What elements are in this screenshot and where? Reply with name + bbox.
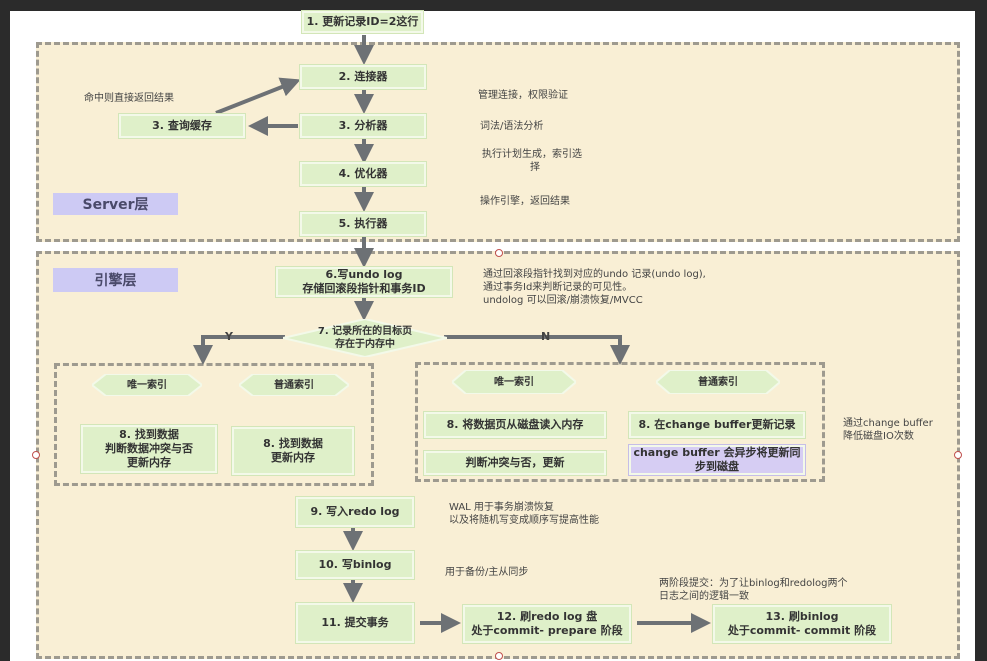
step-3-query-cache: 3. 查询缓存 [119,114,245,138]
note-cache-hit: 命中则直接返回结果 [84,93,174,104]
note-optimizer-line1: 执行计划生成，索引选 [482,149,582,160]
in-memory-branch-box [54,363,374,486]
right-normal-index-label: 普通索引 [698,376,738,388]
left-normal-line2: 更新内存 [271,451,315,464]
server-layer-zone [36,42,960,242]
note-connector: 管理连接，权限验证 [478,90,568,101]
left-normal-find-update: 8. 找到数据 更新内存 [232,427,354,475]
left-unique-line3: 更新内存 [127,456,171,469]
query-cache-label: 3. 查询缓存 [152,119,212,132]
step-3-label: 3. 分析器 [338,119,388,132]
arrow-decision-no [444,335,630,365]
right-normal-step1-label: 8. 在change buffer更新记录 [638,418,796,431]
right-normal-index-diamond: 普通索引 [656,370,780,394]
selection-handle-left[interactable] [32,451,40,459]
step-2-label: 2. 连接器 [338,70,388,83]
server-layer-label: Server层 [82,197,149,213]
right-normal-step2-line1: change buffer 会异步将更新同 [633,446,801,459]
note-optimizer-line2: 择 [530,162,540,173]
right-check-conflict-update: 判断冲突与否，更新 [424,451,606,475]
decision-line1: 7. 记录所在的目标页 [317,326,413,337]
step-3-analyzer: 3. 分析器 [300,114,426,138]
right-unique-step1-label: 8. 将数据页从磁盘读入内存 [446,418,584,431]
step-13-line1: 13. 刷binlog [765,610,839,623]
step-13-line2: 处于commit- commit 阶段 [727,624,877,637]
note-redo-line1: WAL 用于事务崩溃恢复 [449,502,554,513]
arrow-decision-yes [193,335,285,365]
selection-handle-bottom[interactable] [495,652,503,660]
note-change-buffer-line1: 通过change buffer [843,418,933,429]
step-9-label: 9. 写入redo log [310,505,400,518]
step-12-line1: 12. 刷redo log 盘 [496,610,598,623]
step-6-write-undo-log: 6.写undo log 存储回滚段指针和事务ID [276,267,452,297]
step-4-optimizer: 4. 优化器 [300,162,426,186]
branch-no-label: N [541,330,551,343]
left-unique-index-label: 唯一索引 [127,379,167,391]
right-read-page-from-disk: 8. 将数据页从磁盘读入内存 [424,412,606,438]
note-undo-line1: 通过回滚段指针找到对应的undo 记录(undo log), [483,269,706,280]
note-optimizer: 执行计划生成，索引选 择 [482,148,582,174]
note-change-buffer-line2: 降低磁盘IO次数 [843,431,914,442]
left-normal-index-label: 普通索引 [274,379,314,391]
step-2-connector: 2. 连接器 [300,65,426,89]
step-9-write-redo-log: 9. 写入redo log [296,497,414,527]
right-change-buffer-update: 8. 在change buffer更新记录 [629,412,805,438]
left-unique-line1: 8. 找到数据 [119,428,179,441]
note-two-phase-line2: 日志之间的逻辑一致 [659,591,749,602]
step-11-commit-transaction: 11. 提交事务 [296,603,414,643]
diagram-canvas: Server层 引擎层 1. 更新记录ID=2这行 2. [10,11,975,661]
decision-label: 7. 记录所在的目标页存在于内存中 [283,319,447,357]
flow-arrows [193,35,711,633]
step-1-update-record: 1. 更新记录ID=2这行 [302,11,423,33]
step-5-label: 5. 执行器 [338,217,388,230]
step-6-line1: 6.写undo log [325,268,403,281]
note-undo-line3: undolog 可以回滚/崩溃恢复/MVCC [483,295,643,306]
left-unique-find-update: 8. 找到数据 判断数据冲突与否 更新内存 [81,425,217,473]
left-unique-index-diamond: 唯一索引 [92,374,202,396]
step-10-label: 10. 写binlog [318,558,392,571]
decision-page-in-memory: 7. 记录所在的目标页存在于内存中 [283,319,447,357]
step-5-executor: 5. 执行器 [300,212,426,236]
note-binlog: 用于备份/主从同步 [445,567,529,578]
note-redo-log: WAL 用于事务崩溃恢复 以及将随机写变成顺序写提高性能 [449,501,599,527]
step-11-label: 11. 提交事务 [321,616,389,629]
step-12-line2: 处于commit- prepare 阶段 [471,624,623,637]
step-13-flush-binlog: 13. 刷binlog 处于commit- commit 阶段 [713,605,891,643]
step-1-label: 1. 更新记录ID=2这行 [306,15,419,28]
note-change-buffer: 通过change buffer 降低磁盘IO次数 [843,417,933,443]
note-redo-line2: 以及将随机写变成顺序写提高性能 [449,515,599,526]
left-normal-line1: 8. 找到数据 [263,437,323,450]
note-executor: 操作引擎，返回结果 [480,196,570,207]
selection-handle-top[interactable] [495,249,503,257]
step-12-flush-redo-log: 12. 刷redo log 盘 处于commit- prepare 阶段 [463,605,631,643]
server-layer-tag: Server层 [53,193,178,215]
decision-line2: 存在于内存中 [335,339,395,350]
left-normal-index-diamond: 普通索引 [239,374,349,396]
note-undo-log: 通过回滚段指针找到对应的undo 记录(undo log), 通过事务Id来判断… [483,268,706,307]
engine-layer-label: 引擎层 [94,273,137,289]
engine-layer-tag: 引擎层 [53,268,178,292]
left-unique-line2: 判断数据冲突与否 [105,442,193,455]
step-10-write-binlog: 10. 写binlog [296,551,414,579]
right-unique-step2-label: 判断冲突与否，更新 [465,456,565,469]
note-analyzer: 词法/语法分析 [480,121,544,132]
right-change-buffer-async-sync: change buffer 会异步将更新同 步到磁盘 [629,445,805,475]
note-undo-line2: 通过事务Id来判断记录的可见性。 [483,282,633,293]
branch-yes-label: Y [225,330,233,343]
step-4-label: 4. 优化器 [338,167,388,180]
selection-handle-right[interactable] [954,451,962,459]
step-6-line2: 存储回滚段指针和事务ID [302,282,426,295]
note-two-phase-commit: 两阶段提交：为了让binlog和redolog两个 日志之间的逻辑一致 [659,577,847,603]
right-unique-index-label: 唯一索引 [494,376,534,388]
right-unique-index-diamond: 唯一索引 [452,370,576,394]
right-normal-step2-line2: 步到磁盘 [695,460,739,473]
note-two-phase-line1: 两阶段提交：为了让binlog和redolog两个 [659,578,848,589]
arrow-cache-to-connector [215,77,301,115]
